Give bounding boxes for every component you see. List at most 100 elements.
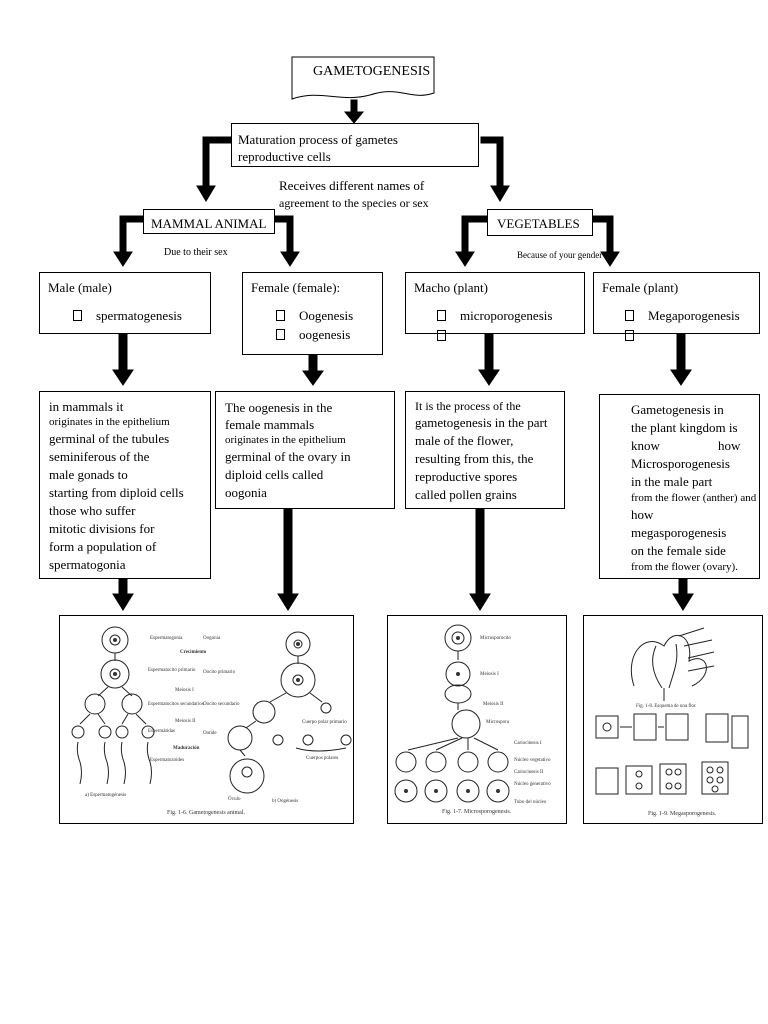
desc-line: form a population of [49,539,157,554]
female-title: Female (female): [251,280,341,295]
figure-animal-gametogenesis: Espermatogonia Oogonia Crecimiento Esper… [59,615,354,824]
macho-item: microporogenesis [437,308,552,324]
female-box: Female (female): Oogenesis oogenesis [242,272,383,355]
figure-label: Oocito secundario [203,702,240,707]
animal-gametogenesis-drawing [71,626,352,794]
figure-label: Microspora [486,720,510,725]
bullet-icon [625,310,634,321]
figure-label: b) Oogénesis [272,799,299,804]
figure-microsporogenesis: Microsporocito Meiosis I Meiosis II Micr… [387,615,567,824]
desc-line: mitotic divisions for [49,521,155,536]
desc-line: starting from diploid cells [49,485,184,500]
desc-line: how [631,507,654,522]
desc-line: the plant kingdom is [631,420,738,435]
figure-label: Meiosis II [175,719,196,724]
figure-caption: Fig. 1-6. Gametogenesis animal. [167,810,245,816]
desc-line: gametogenesis in the part [415,415,548,430]
female-plant-title: Female (plant) [602,280,679,295]
vegetables-label: VEGETABLES [497,216,580,231]
figure-label: Oocito primario [203,670,236,675]
figure-label: Cariocinesis II [514,770,544,775]
vegetables-label-box [487,209,593,236]
maturation-line1: Maturation process of gametes [238,132,398,147]
maturation-line2: reproductive cells [238,149,331,164]
desc-line: male gonads to [49,467,128,482]
figure-caption: Fig. 1-7. Microsporogenesis. [442,809,512,815]
figure-label: Meiosis I [175,688,194,693]
desc-line: reproductive spores [415,469,518,484]
bullet-icon [437,330,446,341]
macho-description: It is the process of the gametogenesis i… [405,391,565,509]
figure-label: Microsporocito [480,636,511,641]
desc-line: called pollen grains [415,487,517,502]
figure-label: Núcleo generativo [514,782,551,787]
figure-label: Espermatogonia [150,636,183,641]
desc-line: spermatogonia [49,557,126,572]
desc-line: germinal of the ovary in [225,449,351,464]
figure-label: Crecimiento [180,650,207,655]
desc-line: in mammals it [49,399,124,414]
desc-line: from the flower (ovary). [631,561,738,573]
figure-label: Cariocinesis I [514,741,542,746]
figure-label: Cuerpo polar primario [302,720,347,725]
desc-line: germinal of the tubules [49,431,170,446]
female-description: The oogenesis in the female mammals orig… [215,391,395,509]
macho-title: Macho (plant) [414,280,489,295]
figure-label: Cuerpos polares [306,756,339,761]
female-plant-box: Female (plant) Megaporogenesis [593,272,760,341]
microsporogenesis-drawing [394,624,510,803]
figure-label: Espermatocitos secundarios [148,702,204,707]
figure-label: Meiosis II [483,702,504,707]
desc-line: those who suffer [49,503,136,518]
desc-line: Microsporogenesis [631,456,730,471]
receives-line1: Receives different names of [279,178,425,193]
desc-line: in the male part [631,474,713,489]
figure-label: Maduración [173,746,200,751]
desc-line: on the female side [631,543,726,558]
female-plant-item: Megaporogenesis [625,308,740,324]
figure-label: Núcleo vegetativo [514,758,551,763]
figure-label: Oogonia [203,636,221,641]
megasporogenesis-drawing [595,627,749,795]
desc-line: resulting from this, the [415,451,534,466]
due-sex-note: Due to their sex [164,247,228,258]
bullet-icon [276,329,285,340]
figure-label: Tubo del núcleo [514,800,547,805]
bullet-icon [276,310,285,321]
desc-line: originates in the epithelium [49,416,170,428]
male-title: Male (male) [48,280,112,295]
desc-line: Gametogenesis in [631,402,724,417]
desc-line: The oogenesis in the [225,400,333,415]
figure-label: Espermatozoides [150,758,185,763]
figure-label: Ootide [203,731,217,736]
figure-label: a) Espermatogénesis [85,793,127,798]
mammal-label: MAMMAL ANIMAL [151,216,267,231]
figure-label: Óvulo [228,797,241,802]
title-banner [291,56,435,100]
male-item: spermatogenesis [73,308,182,324]
bullet-icon [437,310,446,321]
figure-caption: Fig. 1-9. Megasporogenesis. [648,811,717,817]
desc-line: oogonia [225,485,267,500]
macho-box: Macho (plant) microporogenesis [405,272,585,341]
figure-label: Espermatocito primario [148,668,196,673]
receives-line2: agreement to the species or sex [279,196,429,210]
because-gender-note: Because of your gender [517,250,603,260]
female-item1: Oogenesis [276,308,353,324]
desc-line: It is the process of the [415,399,521,413]
figure-label: Meiosis I [480,672,499,677]
figure-megasporogenesis: Fig. 1-8. Esquema de una flor. Fig. 1-9.… [583,615,763,824]
desc-line: female mammals [225,417,315,432]
desc-line: diploid cells called [225,467,324,482]
desc-line: originates in the epithelium [225,434,346,446]
bullet-icon [625,330,634,341]
desc-line: megasporogenesis [631,525,727,540]
female-item2: oogenesis [276,327,350,343]
bullet-icon [73,310,82,321]
male-box: Male (male) spermatogenesis [39,272,211,334]
desc-line: male of the flower, [415,433,514,448]
maturation-box [231,123,479,167]
figure-caption: Fig. 1-8. Esquema de una flor. [636,704,697,709]
